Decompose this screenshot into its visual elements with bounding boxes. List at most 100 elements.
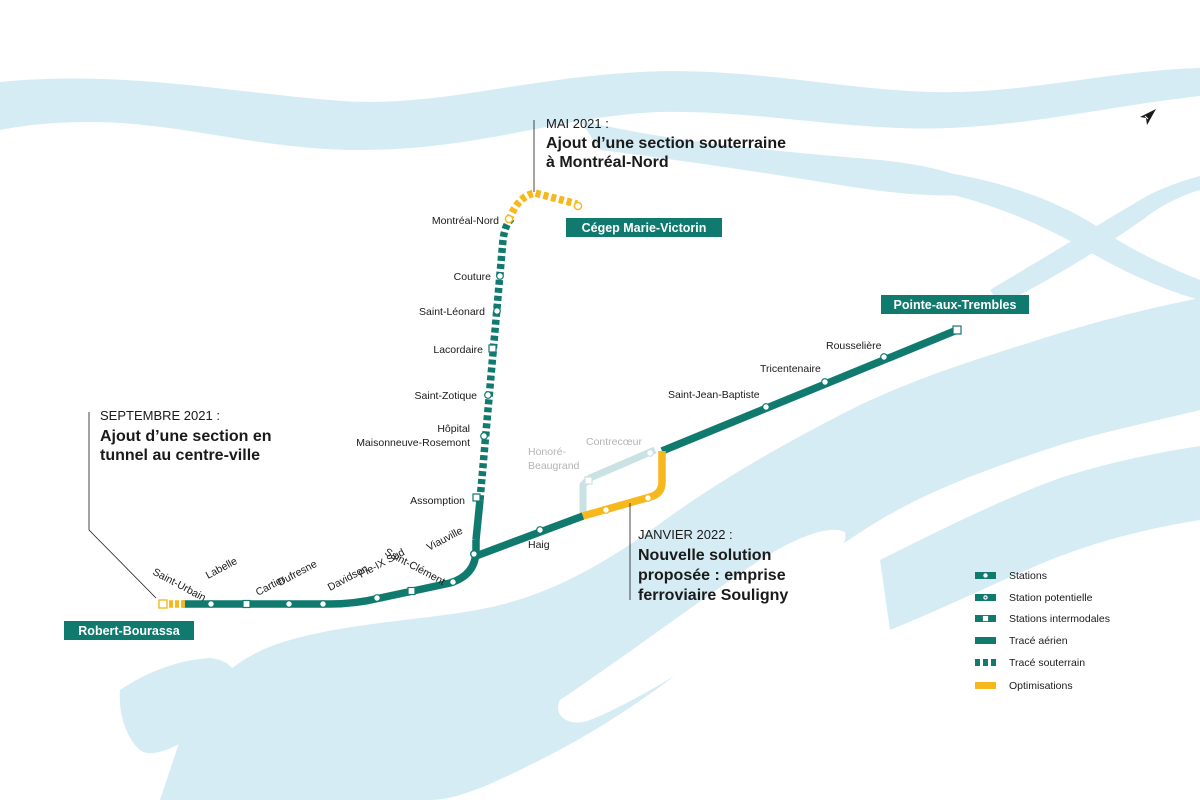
north-arrow-icon — [1140, 109, 1156, 125]
label-saint-jean-baptiste: Saint-Jean-Baptiste — [668, 389, 760, 401]
legend-aerien-label: Tracé aérien — [1009, 635, 1068, 647]
station-saint-jean-baptiste-marker[interactable] — [762, 403, 770, 411]
label-hopital-1: Hôpital — [437, 423, 470, 435]
station-haig-marker[interactable] — [536, 526, 544, 534]
label-tricentenaire: Tricentenaire — [760, 363, 821, 375]
river-south-east — [880, 446, 1200, 630]
aerial-track-north — [472, 499, 484, 541]
label-hopital-2: Maisonneuve-Rosemont — [356, 437, 470, 449]
river-south — [160, 298, 1200, 800]
optimisations — [163, 189, 666, 608]
station-cegep-marker[interactable] — [573, 201, 583, 211]
terminal-pointe[interactable]: Pointe-aux-Trembles — [881, 295, 1029, 314]
annotation-mai-line1: Ajout d’une section souterraine — [546, 135, 786, 152]
aerial-track-east — [660, 326, 959, 455]
station-pie-ix-sud-marker[interactable] — [373, 594, 381, 602]
station-pointe-marker[interactable] — [952, 325, 962, 335]
island-1 — [558, 529, 846, 723]
north-arrow-mark — [1144, 115, 1149, 120]
river-south-edge — [119, 658, 237, 754]
station-souligny-2-marker[interactable] — [644, 494, 652, 502]
aerial-track-east-link — [474, 512, 585, 560]
annotation-mai-date: MAI 2021 : — [546, 116, 609, 131]
annotation-janv-line3: ferroviaire Souligny — [638, 587, 788, 604]
station-saint-urbain-marker[interactable] — [158, 599, 168, 609]
legend-trace-souterrain: Tracé souterrain — [975, 657, 1085, 669]
label-couture: Couture — [454, 271, 492, 283]
station-souligny-1-marker[interactable] — [602, 506, 610, 514]
terminal-pointe-box — [881, 295, 1029, 314]
terminal-robert-bourassa[interactable]: Robert-Bourassa — [64, 621, 194, 640]
station-contrecoeur-marker[interactable] — [646, 449, 654, 457]
station-couture-marker[interactable] — [496, 272, 504, 280]
north-arrow-shape — [1140, 109, 1156, 125]
legend: Stations Station potentielle Stations in… — [975, 570, 1110, 692]
legend-souterrain-seg3 — [991, 659, 996, 666]
station-hopital-marker[interactable] — [480, 432, 488, 440]
station-honore-beaugrand-marker[interactable] — [584, 476, 593, 485]
station-cartier-marker[interactable] — [242, 599, 251, 609]
station-viauville-marker[interactable] — [449, 578, 457, 586]
label-montreal-nord: Montréal-Nord — [432, 215, 499, 227]
legend-trace-aerien: Tracé aérien — [975, 635, 1068, 647]
label-honore-1: Honoré- — [528, 446, 566, 458]
label-lacordaire: Lacordaire — [433, 344, 483, 356]
station-lacordaire-marker[interactable] — [488, 344, 497, 353]
annotation-sept-line1: Ajout d’une section en — [100, 428, 272, 445]
station-assomption-marker[interactable] — [472, 493, 481, 502]
label-labelle: Labelle — [204, 555, 240, 582]
annotation-janvier-2022: JANVIER 2022 : Nouvelle solution proposé… — [638, 527, 788, 604]
terminal-robert-bourassa-box — [64, 621, 194, 640]
annotation-septembre-2021: SEPTEMBRE 2021 : Ajout d’une section en … — [100, 408, 272, 464]
legend-souterrain-label: Tracé souterrain — [1009, 657, 1085, 669]
station-tricentenaire-marker[interactable] — [821, 378, 829, 386]
legend-stations-intermodales: Stations intermodales — [975, 613, 1110, 625]
optim-montreal-nord — [505, 189, 578, 222]
station-saint-leonard-marker[interactable] — [493, 307, 501, 315]
annotation-janv-line2: proposée : emprise — [638, 567, 786, 584]
station-saint-zotique-marker[interactable] — [484, 391, 492, 399]
legend-intermodales-label: Stations intermodales — [1009, 613, 1110, 625]
station-saint-clement-marker[interactable] — [407, 586, 416, 596]
legend-souterrain-seg1 — [975, 659, 980, 666]
station-davidson-marker[interactable] — [319, 600, 327, 608]
river-east-strip — [1080, 330, 1200, 375]
legend-optimisations-label: Optimisations — [1009, 680, 1073, 692]
river-north — [0, 68, 1200, 150]
station-interchange-marker[interactable] — [470, 550, 479, 559]
label-haig: Haig — [528, 539, 550, 551]
legend-stations-dot — [982, 572, 989, 579]
label-saint-urbain: Saint-Urbain — [151, 566, 208, 604]
river-north-channel — [930, 170, 1200, 300]
legend-stations-label: Stations — [1009, 570, 1047, 582]
river-background — [0, 68, 1200, 800]
station-markers — [158, 201, 962, 609]
station-dufresne-marker[interactable] — [285, 600, 293, 608]
legend-aerien-swatch — [975, 637, 996, 644]
label-saint-leonard: Saint-Léonard — [419, 306, 485, 318]
label-contrecoeur: Contrecœur — [586, 436, 643, 448]
callout-lines — [88, 120, 631, 600]
station-rousseliere-marker[interactable] — [880, 353, 888, 361]
terminal-cegep-label: Cégep Marie-Victorin — [582, 221, 707, 235]
callout-sept-line — [88, 412, 157, 599]
legend-intermodales-square — [982, 615, 989, 622]
legend-souterrain-seg2 — [983, 659, 988, 666]
river-east-fork — [990, 176, 1200, 305]
annotation-mai-line2: à Montréal-Nord — [546, 154, 669, 171]
island-2 — [894, 454, 1074, 537]
underground-line — [476, 215, 515, 501]
river-north-bay — [580, 120, 990, 196]
label-rousseliere: Rousselière — [826, 340, 882, 352]
label-honore-2: Beaugrand — [528, 460, 580, 472]
legend-potentielle-inner — [984, 596, 987, 599]
legend-stations: Stations — [975, 570, 1047, 582]
label-viauville: Viauville — [425, 525, 465, 554]
terminal-cegep[interactable]: Cégep Marie-Victorin — [566, 218, 722, 237]
station-labelle-marker[interactable] — [207, 600, 215, 608]
label-dufresne: Dufresne — [276, 558, 319, 589]
islands — [558, 454, 1074, 723]
legend-potentielle-label: Station potentielle — [1009, 592, 1093, 604]
station-montreal-nord-marker[interactable] — [504, 214, 514, 224]
